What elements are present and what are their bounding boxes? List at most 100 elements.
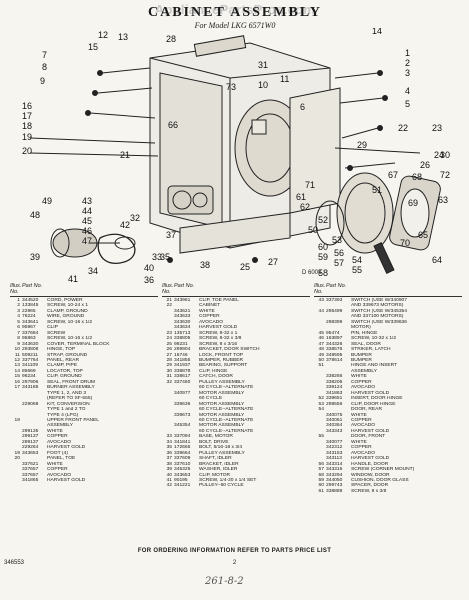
part-description: MOTOR ASSEMBLY [199,390,245,396]
part-number: 343294 [326,472,343,478]
part-number: 343185 [22,385,39,391]
part-number: 135713 [174,330,191,336]
part-description: MOTOR ASSEMBLY [199,423,245,429]
callout-34: 34 [88,266,98,276]
part-description: SCREW, 10-16 x 1/2 [47,319,93,325]
part-description: CLIP, TOE PANEL [199,298,239,303]
illus-number: 46 [318,336,324,342]
part-description: CUSHION, DOOR GLASS [351,477,409,483]
illus-number: 30 [166,368,172,374]
part-description: AVOCADO [47,439,72,445]
part-row: 60 CYCLE--ALTERNATE [162,407,310,412]
part-description: SWITCH (USE W/339636 [351,319,407,325]
part-description: SCREW, 1/4-20 x 1/4 SET [199,477,257,483]
illus-number: 53 [318,401,324,407]
part-description: LOCATOR, TOP [47,368,83,374]
part-number: 338617 [174,374,191,380]
part-number: 339664 [174,450,191,456]
illus-number: 24 [166,336,172,342]
part-description: COPPER [351,445,372,451]
part-description: WHITE [47,428,63,434]
part-description: SPACER, DOOR [351,483,389,489]
illus-number: 59 [318,477,324,483]
illus-number: 1 [17,298,20,303]
part-number: 340075 [326,412,343,418]
callout-13: 13 [118,32,128,42]
illus-number: 12 [14,357,20,363]
column-header: Illus. No. Part No. [314,283,462,297]
illus-number: 21 [166,298,172,303]
header-illus-no: Illus. No. [314,283,326,295]
part-number: 341937 [174,363,191,369]
part-description: MOTOR) [351,325,371,331]
part-number: 338206 [326,379,343,385]
callout-50: 50 [308,225,318,235]
part-description: ASSEMBLY [351,368,378,374]
part-number: 343961 [174,298,191,303]
callout-38: 38 [200,260,210,270]
callout-64: 64 [432,255,442,265]
part-number: 337610 [174,461,191,467]
illus-number: 58 [318,472,324,478]
part-number: 338888 [326,488,343,494]
header-illus-no: Illus. No. [162,283,174,295]
part-number: 343634 [174,325,191,331]
part-description: BOLT, DRIVE [199,439,229,445]
callout-19: 19 [22,132,32,142]
part-number: 337764 [22,357,39,363]
part-number: 229264 [22,445,39,451]
callout-53: 53 [332,235,342,245]
callout-numbers: 7 8 9 12 13 28 15 16 17 18 19 20 1 2 3 4… [22,28,450,283]
part-number: 293808 [22,347,39,353]
callout-10: 10 [258,80,268,90]
callout-45: 45 [82,216,92,226]
illus-number: 26 [166,347,172,353]
part-number: 340977 [174,390,191,396]
part-number: 95967 [22,325,36,331]
part-number: 341855 [174,357,191,363]
part-description: HARVEST GOLD [47,445,86,451]
part-description: CABINET [199,303,221,309]
part-description: SCREW, 8 x 3/16 [199,341,238,347]
callout-48: 48 [30,210,40,220]
illus-number: 40 [166,472,172,478]
illus-number: 42 [166,483,172,489]
part-description: CLIP, GROUND [47,374,82,380]
part-row: 60 CYCLE--ALTERNATE [162,385,310,390]
callout-11: 11 [280,74,289,84]
part-number: 339636 [174,401,191,407]
part-number: 342312 [326,445,343,451]
exploded-diagram-svg: 7 8 9 12 13 28 15 16 17 18 19 20 1 2 3 4… [22,28,450,283]
part-row: 229264 HARVEST GOLD [10,445,158,450]
part-number: 163897 [326,336,343,342]
part-row: MOTOR) [314,325,462,330]
part-description: WINDOW, DOOR [351,472,390,478]
part-description: CLAMP, GROUND [47,308,88,314]
column-header: Illus. No. Part No. [162,283,310,297]
